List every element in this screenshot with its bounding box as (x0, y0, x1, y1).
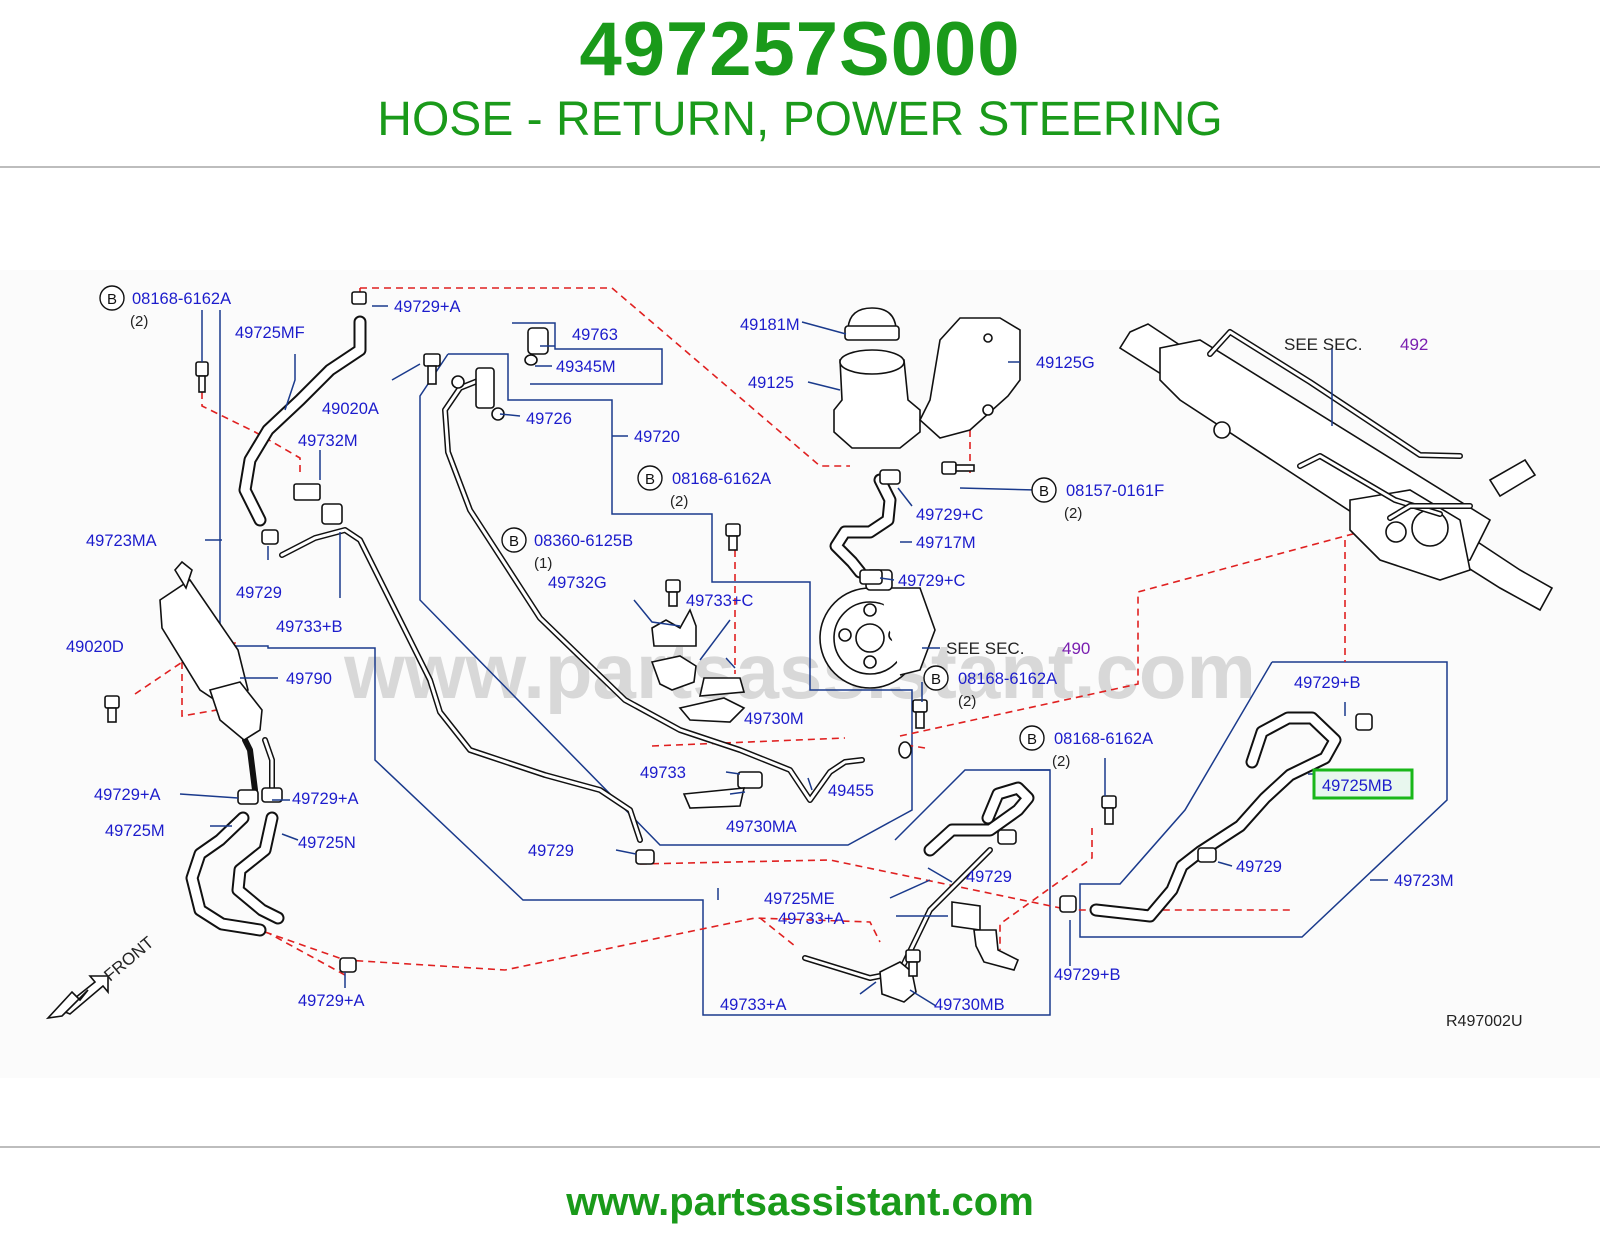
part-label[interactable]: 49455 (828, 782, 874, 800)
part-label[interactable]: 49181M (740, 316, 800, 334)
footer-url-link[interactable]: www.partsassistant.com (566, 1180, 1034, 1224)
fittings (104, 291, 1373, 1003)
quantity-label: (2) (958, 693, 976, 710)
part-label[interactable]: 49729+A (394, 298, 461, 316)
part-label[interactable]: 49730M (744, 710, 804, 728)
pipes (242, 375, 993, 981)
part-number-title: 497257S000 (579, 7, 1021, 92)
quantity-label: (2) (130, 313, 148, 330)
part-label[interactable]: 49725ME (764, 890, 835, 908)
label-leaders (179, 305, 1388, 1007)
part-label[interactable]: 49020D (66, 638, 124, 656)
bolt-mark-letter: B (107, 291, 117, 308)
part-label[interactable]: 49125 (748, 374, 794, 392)
part-label[interactable]: 49763 (572, 326, 618, 344)
part-label[interactable]: 49729+C (898, 572, 966, 590)
bolt-mark-icon (1019, 725, 1045, 751)
section-ref-prefix: SEE SEC. (946, 639, 1024, 658)
quantity-label: (2) (1052, 753, 1070, 770)
quantity-label: (2) (670, 493, 688, 510)
part-label[interactable]: 49729 (236, 584, 282, 602)
part-label[interactable]: 08157-0161F (1066, 482, 1164, 500)
part-label[interactable]: 49729+A (298, 992, 365, 1010)
part-label[interactable]: 49723MA (86, 532, 157, 550)
bolt-mark-icon (637, 465, 663, 491)
section-ref-number[interactable]: 492 (1400, 335, 1428, 354)
part-label[interactable]: 49733+A (720, 996, 787, 1014)
part-label[interactable]: 49720 (634, 428, 680, 446)
part-label[interactable]: 49725N (298, 834, 356, 852)
part-label[interactable]: 49125G (1036, 354, 1095, 372)
figure-code: R497002U (1446, 1013, 1523, 1030)
header-divider (0, 166, 1600, 168)
highlighted-part-label[interactable]: 49725MB (1322, 777, 1393, 795)
bolt-mark-icon (99, 285, 125, 311)
part-label[interactable]: 49729+B (1054, 966, 1121, 984)
part-label[interactable]: 49733+A (778, 910, 845, 928)
bolt-mark-icon (501, 527, 527, 553)
part-label[interactable]: 49790 (286, 670, 332, 688)
part-label[interactable]: 49733+C (686, 592, 754, 610)
part-label[interactable]: 49345M (556, 358, 616, 376)
watermark-text: www.partsassistant.com (343, 627, 1256, 715)
part-label[interactable]: 49733+B (276, 618, 343, 636)
section-ref-prefix: SEE SEC. (1284, 335, 1362, 354)
part-label[interactable]: 49723M (1394, 872, 1454, 890)
part-label[interactable]: 49726 (526, 410, 572, 428)
bolt-mark-letter: B (645, 471, 655, 488)
cooler-49790 (159, 560, 263, 741)
part-label[interactable]: 49729+A (292, 790, 359, 808)
section-ref-number[interactable]: 490 (1062, 639, 1090, 658)
part-labels: B 08168-6162A (2) 49729+A 49725MF 49763 … (66, 285, 1523, 1030)
quantity-label: (1) (534, 555, 552, 572)
parts-diagram: .lbl{fill:#1c1ccc;font-size:16.5px;} .qt… (0, 270, 1600, 1078)
quantity-label: (2) (1064, 505, 1082, 522)
part-label[interactable]: 49729 (528, 842, 574, 860)
bolt-mark-letter: B (1027, 731, 1037, 748)
part-label[interactable]: 49725MF (235, 324, 305, 342)
front-label: FRONT (100, 933, 157, 985)
part-label[interactable]: 08168-6162A (1054, 730, 1153, 748)
part-description: HOSE - RETURN, POWER STEERING (377, 93, 1223, 146)
front-arrow-icon (45, 975, 109, 1020)
bolt-mark-icon (923, 665, 949, 691)
part-label[interactable]: 49730MA (726, 818, 797, 836)
part-label[interactable]: 49730MB (934, 996, 1005, 1014)
highlight-box (1312, 768, 1414, 800)
part-label[interactable]: 08168-6162A (958, 670, 1057, 688)
reservoir-pump (819, 307, 1021, 689)
bolt-mark-letter: B (509, 533, 519, 550)
hoses (185, 315, 1342, 937)
footer-divider (0, 1146, 1600, 1148)
part-label[interactable]: 49717M (916, 534, 976, 552)
bolt-mark-letter: B (1039, 483, 1049, 500)
page-header: 497257S000 HOSE - RETURN, POWER STEERING (0, 0, 1600, 168)
part-label[interactable]: 49729+C (916, 506, 984, 524)
parts-diagram-svg: .lbl{fill:#1c1ccc;font-size:16.5px;} .qt… (45, 285, 1554, 1030)
part-label[interactable]: 49733 (640, 764, 686, 782)
part-label[interactable]: 49729+B (1294, 674, 1361, 692)
bolt-mark-icon (1031, 477, 1057, 503)
part-label[interactable]: 49729 (1236, 858, 1282, 876)
part-label[interactable]: 49725M (105, 822, 165, 840)
part-label[interactable]: 49729+A (94, 786, 161, 804)
bolt-mark-letter: B (931, 671, 941, 688)
part-label[interactable]: 08168-6162A (672, 470, 771, 488)
steering-rack (1118, 323, 1554, 612)
part-label[interactable]: 08168-6162A (132, 290, 231, 308)
group-outlines (219, 310, 1448, 1016)
part-label[interactable]: 49732M (298, 432, 358, 450)
part-label[interactable]: 49020A (322, 400, 379, 418)
part-label[interactable]: 49729 (966, 868, 1012, 886)
part-label[interactable]: 49732G (548, 574, 607, 592)
part-label[interactable]: 08360-6125B (534, 532, 633, 550)
